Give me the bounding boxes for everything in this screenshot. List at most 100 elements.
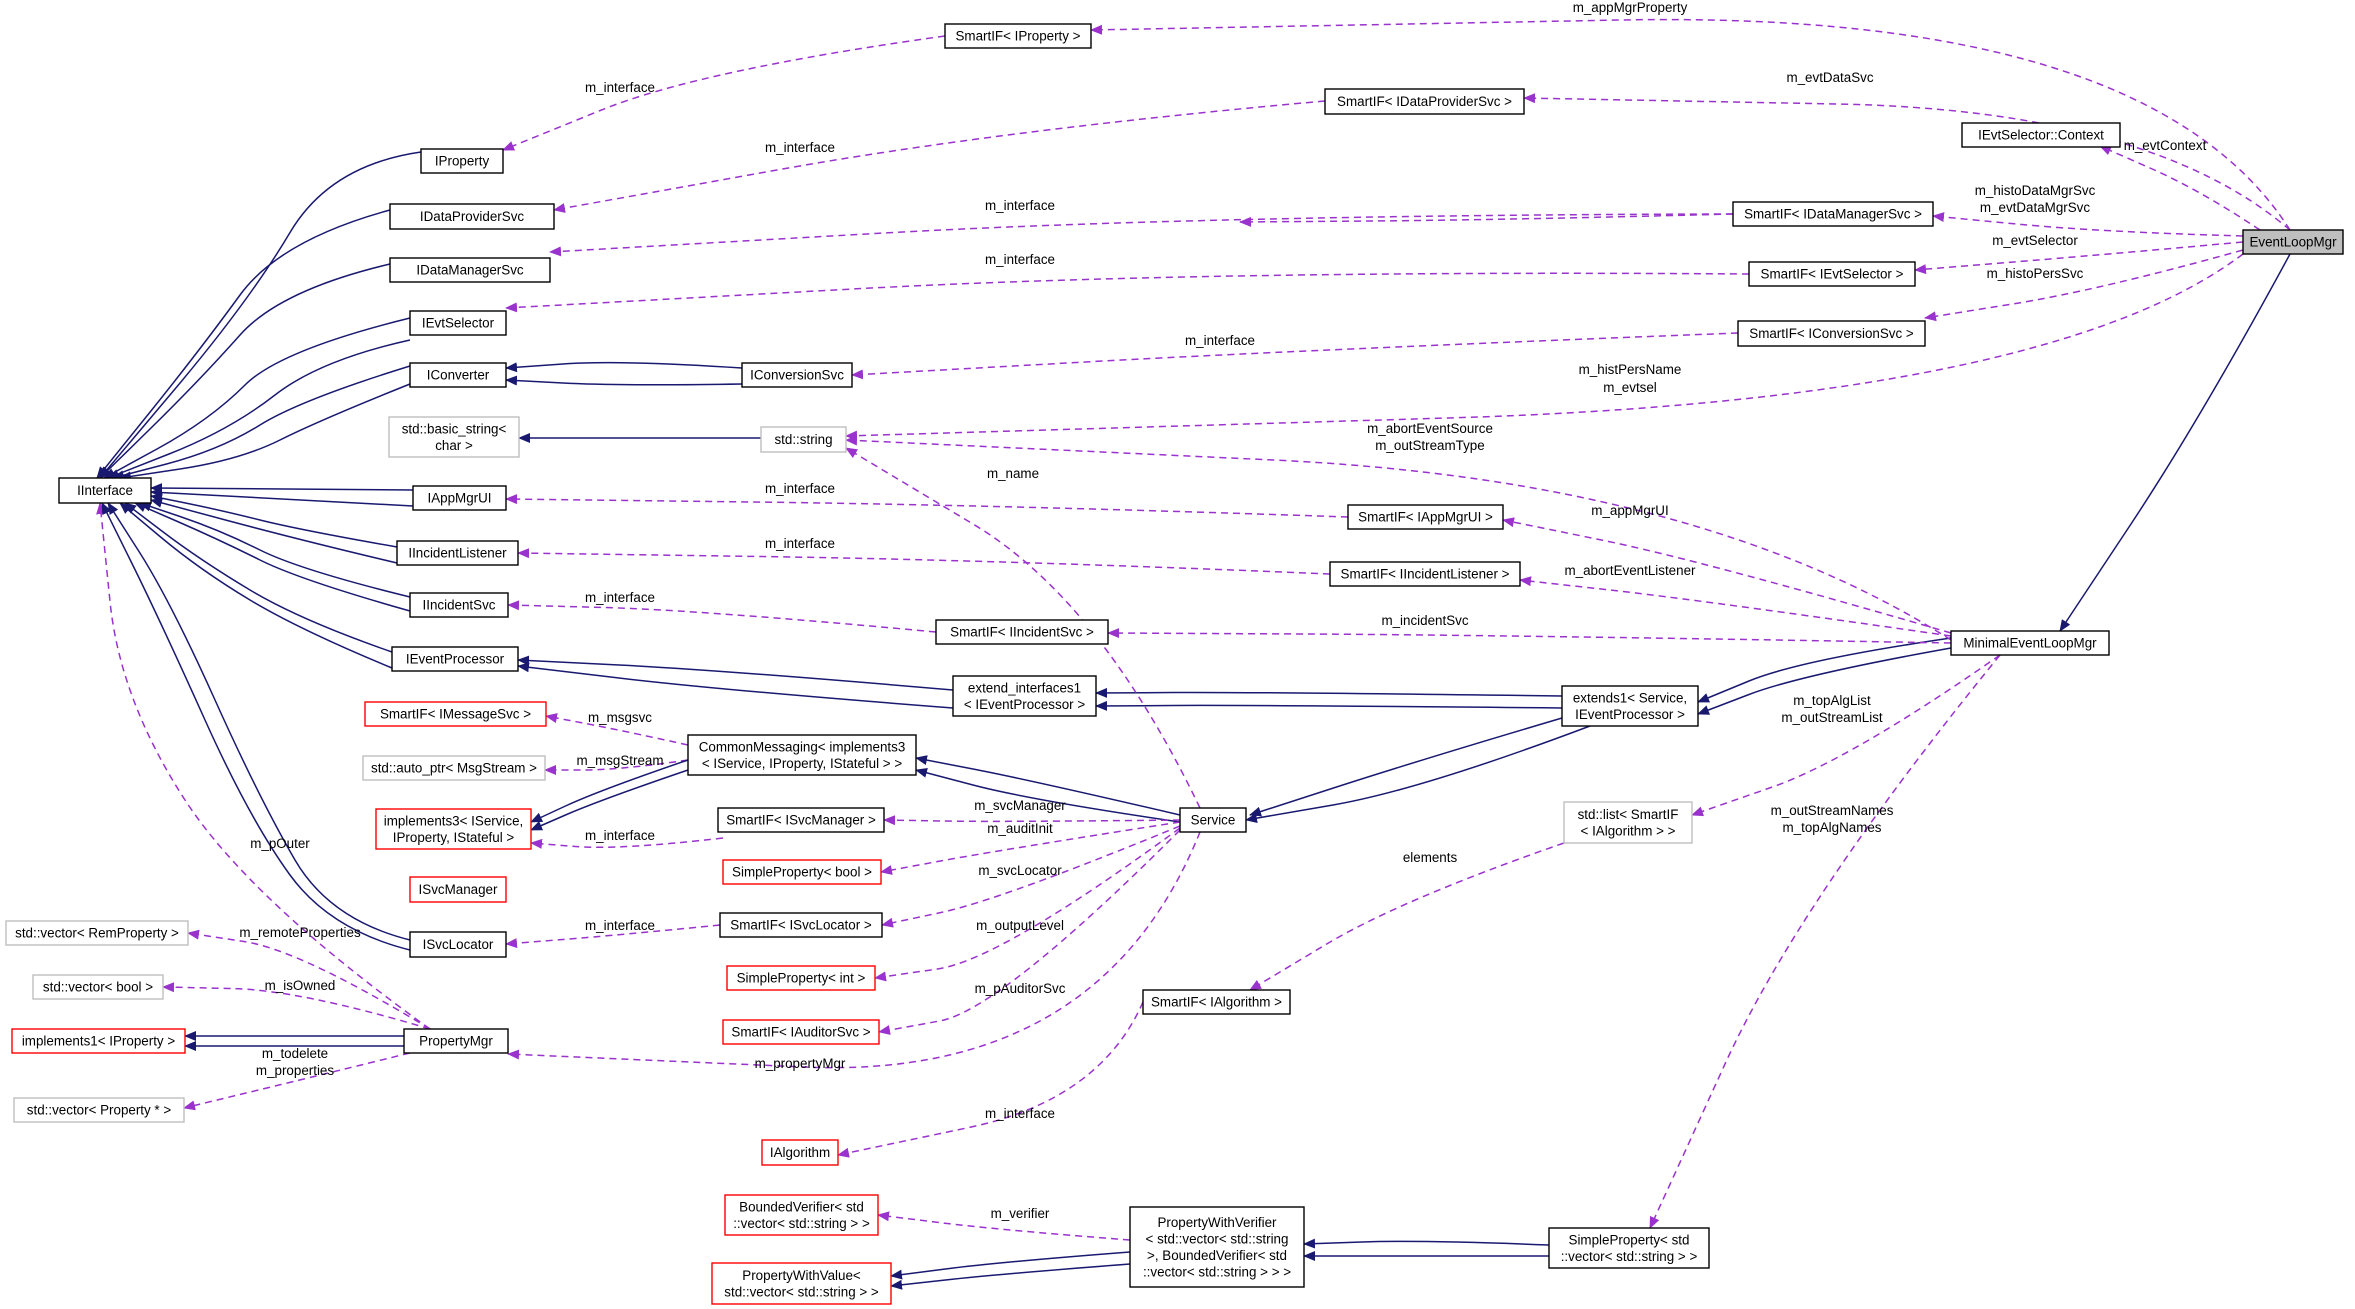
svg-text:m_isOwned: m_isOwned bbox=[265, 978, 336, 993]
node-extends1[interactable]: extends1< Service,IEventProcessor > bbox=[1561, 685, 1699, 727]
node-implements3[interactable]: implements3< IService,IProperty, IStatef… bbox=[375, 808, 532, 850]
svg-text:m_propertyMgr: m_propertyMgr bbox=[755, 1056, 846, 1071]
svg-text:m_histoPersSvc: m_histoPersSvc bbox=[1987, 266, 2084, 281]
edge-u07 bbox=[505, 494, 1349, 518]
node-basic-string[interactable]: std::basic_string<char > bbox=[388, 416, 520, 458]
edge-label: m_evtDataSvc bbox=[1786, 70, 1873, 85]
svg-text:m_pOuter: m_pOuter bbox=[250, 836, 310, 851]
node-label: IIncidentSvc bbox=[423, 598, 496, 613]
node-ievtselector[interactable]: IEvtSelector bbox=[409, 310, 507, 336]
node-sif-iauditorsvc[interactable]: SmartIF< IAuditorSvc > bbox=[722, 1019, 880, 1045]
node-sp-vec-string[interactable]: SimpleProperty< std::vector< std::string… bbox=[1548, 1227, 1710, 1269]
node-label: SmartIF< IAppMgrUI > bbox=[1358, 510, 1493, 525]
node-ieventprocessor[interactable]: IEventProcessor bbox=[391, 646, 519, 672]
node-idatamanagersvc[interactable]: IDataManagerSvc bbox=[389, 257, 551, 283]
node-label: ::vector< std::string > > bbox=[1561, 1249, 1698, 1264]
edge-u40 bbox=[877, 1211, 1131, 1241]
edge-e31 bbox=[530, 769, 689, 831]
edge-label: m_interface bbox=[985, 252, 1055, 267]
svg-text:m_appMgrProperty: m_appMgrProperty bbox=[1573, 0, 1688, 15]
edge-label: m_evtsel bbox=[1603, 380, 1657, 395]
node-sif-isvclocator[interactable]: SmartIF< ISvcLocator > bbox=[719, 912, 883, 938]
node-sif-imessagesvc[interactable]: SmartIF< IMessageSvc > bbox=[364, 701, 547, 727]
svg-text:m_outStreamNames: m_outStreamNames bbox=[1771, 803, 1894, 818]
node-iconverter[interactable]: IConverter bbox=[409, 362, 507, 388]
node-commonmessaging[interactable]: CommonMessaging< implements3< IService, … bbox=[687, 734, 917, 776]
node-sif-iincidentsvc[interactable]: SmartIF< IIncidentSvc > bbox=[935, 619, 1109, 645]
node-label: EventLoopMgr bbox=[2249, 235, 2337, 250]
node-ialgorithm[interactable]: IAlgorithm bbox=[761, 1139, 839, 1166]
edge-e26 bbox=[1249, 717, 1563, 817]
node-implements1[interactable]: implements1< IProperty > bbox=[11, 1028, 186, 1054]
node-vec-remproperty[interactable]: std::vector< RemProperty > bbox=[5, 920, 189, 946]
edge-u26 bbox=[1649, 654, 2001, 1229]
node-isvcmanager[interactable]: ISvcManager bbox=[409, 876, 507, 903]
node-sif-idataprovidersvc[interactable]: SmartIF< IDataProviderSvc > bbox=[1324, 88, 1525, 115]
edge-e20 bbox=[517, 662, 954, 709]
node-sif-iproperty[interactable]: SmartIF< IProperty > bbox=[944, 23, 1092, 49]
node-iappmgrui[interactable]: IAppMgrUI bbox=[412, 485, 507, 511]
node-iincidentsvc[interactable]: IIncidentSvc bbox=[409, 592, 509, 618]
edge-label: m_svcLocator bbox=[978, 863, 1062, 878]
edge-e15 bbox=[139, 501, 411, 598]
edge-e12 bbox=[150, 487, 414, 507]
node-label: SmartIF< IConversionSvc > bbox=[1749, 326, 1914, 341]
edge-u31 bbox=[881, 825, 1181, 928]
edge-label: m_histoPersSvc bbox=[1987, 266, 2084, 281]
svg-text:m_verifier: m_verifier bbox=[991, 1206, 1050, 1221]
node-sif-iappmgrui[interactable]: SmartIF< IAppMgrUI > bbox=[1347, 504, 1504, 530]
node-minimaleventloopmgr[interactable]: MinimalEventLoopMgr bbox=[1950, 630, 2110, 656]
node-iconversionsvc[interactable]: IConversionSvc bbox=[741, 362, 853, 388]
edge-u06 bbox=[1239, 213, 1734, 227]
edge-e25 bbox=[2059, 253, 2291, 632]
node-iproperty[interactable]: IProperty bbox=[420, 148, 504, 174]
edge-e18 bbox=[119, 502, 393, 669]
node-propertymgr[interactable]: PropertyMgr bbox=[403, 1028, 509, 1054]
svg-text:m_outputLevel: m_outputLevel bbox=[976, 918, 1064, 933]
node-label: ISvcManager bbox=[419, 882, 498, 897]
edge-u03 bbox=[549, 213, 1734, 257]
svg-text:m_histPersName: m_histPersName bbox=[1579, 362, 1682, 377]
edge-e08 bbox=[505, 361, 743, 373]
svg-text:m_msgsvc: m_msgsvc bbox=[588, 710, 652, 725]
node-sp-int[interactable]: SimpleProperty< int > bbox=[726, 965, 876, 991]
edge-u38 bbox=[183, 1052, 411, 1111]
node-service[interactable]: Service bbox=[1179, 807, 1247, 833]
svg-text:m_abortEventListener: m_abortEventListener bbox=[1564, 563, 1696, 578]
node-propertywithvalue[interactable]: PropertyWithValue<std::vector< std::stri… bbox=[711, 1262, 892, 1305]
edge-u32 bbox=[874, 827, 1181, 982]
nodes-layer: IInterface IPropertyIDataProviderSvcIData… bbox=[5, 23, 2344, 1305]
node-label: SmartIF< IAlgorithm > bbox=[1151, 995, 1282, 1010]
edge-u10 bbox=[530, 837, 724, 849]
edge-u13 bbox=[1090, 18, 2291, 231]
node-sif-iconversionsvc[interactable]: SmartIF< IConversionSvc > bbox=[1737, 320, 1926, 347]
node-std-string[interactable]: std::string bbox=[760, 426, 847, 453]
edge-label: m_propertyMgr bbox=[755, 1056, 846, 1071]
node-sif-ialgorithm[interactable]: SmartIF< IAlgorithm > bbox=[1142, 989, 1291, 1015]
svg-text:m_svcManager: m_svcManager bbox=[974, 798, 1066, 813]
edge-label: m_interface bbox=[585, 80, 655, 95]
node-sif-isvcmanager[interactable]: SmartIF< ISvcManager > bbox=[717, 807, 885, 833]
node-vec-property[interactable]: std::vector< Property * > bbox=[13, 1097, 185, 1123]
node-iinterface[interactable]: IInterface bbox=[58, 477, 152, 504]
node-label: SmartIF< IEvtSelector > bbox=[1761, 267, 1904, 282]
node-ievtselector-context[interactable]: IEvtSelector::Context bbox=[1961, 122, 2121, 148]
node-propertywithverifier[interactable]: PropertyWithVerifier< std::vector< std::… bbox=[1129, 1206, 1305, 1288]
node-sp-bool[interactable]: SimpleProperty< bool > bbox=[722, 859, 882, 885]
node-idataprovidersvc[interactable]: IDataProviderSvc bbox=[389, 203, 555, 230]
node-std-list[interactable]: std::list< SmartIF< IAlgorithm > > bbox=[1563, 801, 1693, 844]
node-isvclocator[interactable]: ISvcLocator bbox=[409, 931, 507, 958]
node-auto-ptr[interactable]: std::auto_ptr< MsgStream > bbox=[362, 755, 546, 781]
node-iincidentlistener[interactable]: IIncidentListener bbox=[396, 540, 519, 566]
node-label: IDataManagerSvc bbox=[416, 263, 523, 278]
svg-text:m_evtContext: m_evtContext bbox=[2124, 138, 2207, 153]
node-label: SmartIF< IMessageSvc > bbox=[380, 707, 531, 722]
node-sif-iincidentlistener[interactable]: SmartIF< IIncidentListener > bbox=[1329, 561, 1521, 587]
node-sif-ievtselector[interactable]: SmartIF< IEvtSelector > bbox=[1748, 261, 1916, 287]
node-eventloopmgr[interactable]: EventLoopMgr bbox=[2242, 229, 2344, 255]
node-extend-interfaces1[interactable]: extend_interfaces1< IEventProcessor > bbox=[952, 675, 1097, 717]
node-sif-idatamanagersvc[interactable]: SmartIF< IDataManagerSvc > bbox=[1732, 201, 1934, 227]
edge-e09 bbox=[505, 375, 743, 386]
node-vec-bool[interactable]: std::vector< bool > bbox=[32, 974, 164, 1000]
node-boundedverifier[interactable]: BoundedVerifier< std::vector< std::strin… bbox=[724, 1194, 879, 1236]
